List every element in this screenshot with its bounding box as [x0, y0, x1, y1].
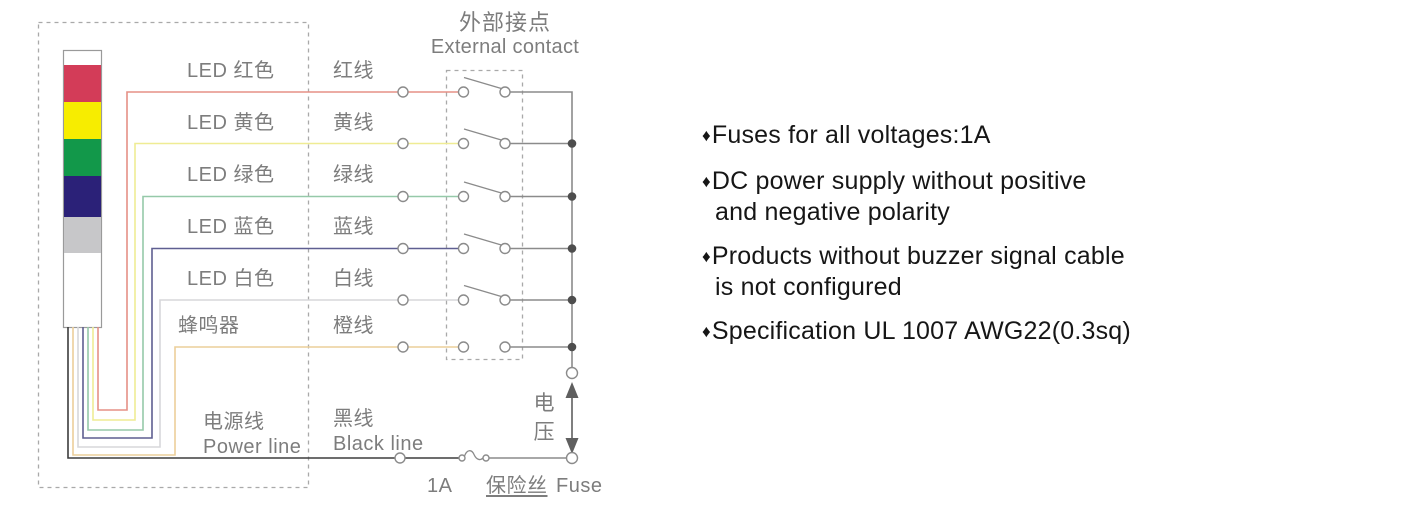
contact-white-left — [457, 294, 470, 306]
tower-segment-yellow — [64, 102, 101, 139]
terminal-red — [397, 86, 409, 98]
tower-light — [62, 49, 103, 329]
spec-notes: ♦Fuses for all voltages:1A ♦DC power sup… — [702, 121, 1131, 363]
voltage-arrow-head-up — [565, 382, 579, 398]
switch-lever-green — [463, 181, 504, 195]
junction-dot — [567, 192, 577, 201]
voltage-arrow — [565, 382, 579, 454]
wire-black — [67, 327, 459, 459]
terminal-green — [397, 190, 409, 203]
bus-line — [510, 91, 573, 367]
label-wire-white: 白线 — [333, 268, 374, 290]
contact-blue-right — [499, 242, 511, 255]
contact-green-left — [457, 190, 470, 203]
external-contact-title-cn: 外部接点 — [458, 10, 551, 35]
label-led-white: LED 白色 — [187, 268, 275, 290]
terminal-black — [394, 452, 406, 464]
switch-lever-red — [463, 76, 504, 90]
contact-orange-right — [499, 341, 511, 353]
wiring-diagram-canvas — [37, 21, 579, 489]
voltage-arrow-head-down — [565, 438, 579, 454]
label-fuse-cn: 保险丝 — [486, 475, 548, 497]
note-fuses: ♦Fuses for all voltages:1A — [702, 121, 1131, 152]
voltage-terminal-top — [565, 366, 579, 380]
circuit-bus-lines — [489, 91, 573, 459]
wire-blue — [82, 247, 458, 439]
voltage-terminal-bottom — [565, 451, 579, 465]
wire-red — [97, 91, 458, 411]
diamond-bullet: ♦ — [702, 322, 711, 341]
label-wire-blue: 蓝线 — [333, 216, 374, 238]
junction-dot — [567, 139, 577, 148]
junction-dot — [567, 342, 577, 352]
note-text-line2: and negative polarity — [715, 198, 950, 226]
label-led-blue: LED 蓝色 — [187, 216, 275, 238]
note-text: Fuses for all voltages:1A — [711, 121, 991, 149]
note-text: DC power supply without positive — [711, 167, 1087, 195]
note-dc-power: ♦DC power supply without positive and ne… — [702, 167, 1131, 227]
junction-dot — [567, 244, 577, 253]
external-contact-title-en: External contact — [430, 36, 580, 58]
note-text-line2: is not configured — [715, 273, 902, 301]
contact-yellow-left — [457, 137, 470, 150]
contact-blue-left — [457, 242, 470, 255]
label-wire-yellow: 黄线 — [333, 112, 374, 134]
label-fuse-rating: 1A — [427, 475, 453, 497]
terminal-yellow — [397, 137, 409, 150]
wires — [67, 91, 459, 459]
fuse-contact-right — [482, 454, 490, 462]
label-voltage: 电压 — [533, 392, 555, 444]
label-buzzer: 蜂鸣器 — [178, 315, 240, 337]
label-power-line: 电源线 Power line — [203, 410, 301, 460]
label-power-line-cn: 电源线 — [203, 411, 265, 433]
label-led-green: LED 绿色 — [187, 164, 275, 186]
contact-red-left — [457, 86, 470, 98]
wire-green — [87, 195, 458, 431]
label-wire-orange: 橙线 — [333, 315, 374, 337]
label-led-yellow: LED 黄色 — [187, 112, 275, 134]
wire-orange — [72, 327, 458, 456]
label-power-line-en: Power line — [203, 436, 302, 458]
contact-green-right — [499, 190, 511, 203]
label-wire-red: 红线 — [333, 60, 374, 82]
label-black-line: 黑线 Black line — [333, 407, 424, 457]
label-wire-green: 绿线 — [333, 164, 374, 186]
terminal-orange — [397, 341, 409, 353]
switch-lever-white — [463, 284, 504, 298]
note-text: Products without buzzer signal cable — [711, 242, 1125, 270]
junction-dots — [567, 139, 577, 352]
tower-segment-red — [64, 65, 101, 102]
diamond-bullet: ♦ — [702, 172, 711, 191]
contact-yellow-right — [499, 137, 511, 150]
wire-white — [77, 299, 458, 448]
switch-lever-blue — [463, 233, 504, 247]
fuse-symbol — [463, 450, 485, 461]
contact-white-right — [499, 294, 511, 306]
note-specification: ♦Specification UL 1007 AWG22(0.3sq) — [702, 317, 1131, 348]
note-buzzer: ♦Products without buzzer signal cable is… — [702, 242, 1131, 302]
external-contact-header: 外部接点 External contact — [431, 9, 579, 58]
note-text: Specification UL 1007 AWG22(0.3sq) — [711, 317, 1131, 345]
fuse-contact-left — [458, 454, 466, 462]
label-black-line-cn: 黑线 — [333, 408, 374, 430]
label-led-red: LED 红色 — [187, 60, 275, 82]
diamond-bullet: ♦ — [702, 247, 711, 266]
terminal-blue — [397, 242, 409, 255]
wire-yellow — [92, 142, 458, 421]
tower-segment-green — [64, 139, 101, 176]
contact-orange-left — [457, 341, 470, 353]
label-black-line-en: Black line — [333, 433, 424, 455]
switch-levers — [463, 76, 504, 298]
tower-segment-gray — [64, 217, 101, 253]
junction-dot — [567, 295, 577, 305]
tower-segment-blue — [64, 176, 101, 217]
terminal-circles — [394, 86, 579, 465]
external-contact-dashed-box — [445, 69, 524, 361]
label-fuse-en: Fuse — [556, 475, 603, 497]
diamond-bullet: ♦ — [702, 126, 711, 145]
contact-red-right — [499, 86, 511, 98]
switch-lever-yellow — [463, 128, 504, 142]
terminal-white — [397, 294, 409, 306]
